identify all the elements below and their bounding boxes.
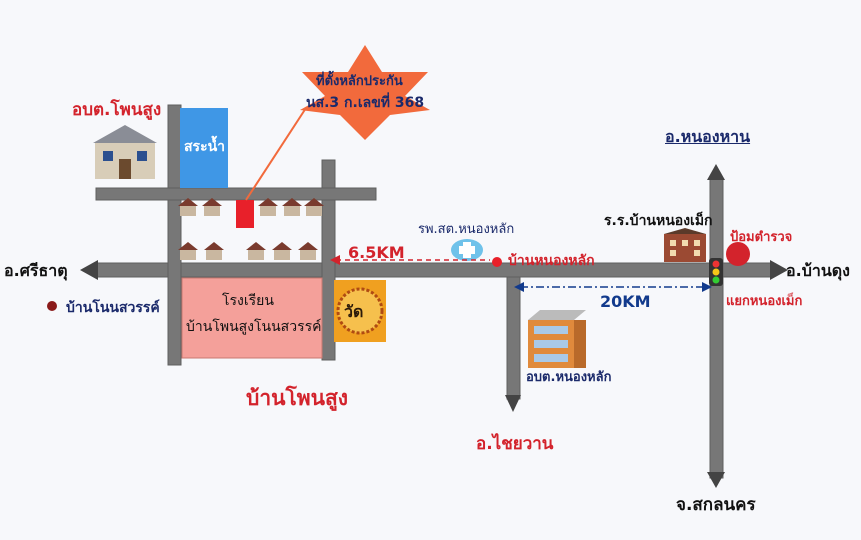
traffic-light-icon xyxy=(709,258,723,286)
label-school-line1: โรงเรียน xyxy=(222,293,274,309)
label-chai-wan: อ.ไชยวาน xyxy=(476,434,554,454)
label-target-line2: นส.3 ก.เลขที่ 368 xyxy=(306,95,425,111)
collateral-plot xyxy=(236,200,254,228)
house-icon xyxy=(246,242,266,260)
label-junction: แยกหนองเม็ก xyxy=(726,294,803,309)
label-ban-dung: อ.บ้านดุง xyxy=(786,261,850,280)
pointer-line xyxy=(245,107,307,201)
target-star-icon xyxy=(300,45,430,140)
label-ban-nong-lak: บ้านหนองหลัก xyxy=(508,253,595,269)
label-subdistrict-office-phonsung: อบต.โพนสูง xyxy=(72,100,162,120)
arrow-east-icon xyxy=(770,260,788,280)
label-temple: วัด xyxy=(344,302,364,321)
label-subdistrict-office-nonglak: อบต.หนองหลัก xyxy=(526,370,612,385)
label-distance-20km: 20KM xyxy=(600,292,651,311)
house-icon xyxy=(272,242,292,260)
house-icon xyxy=(178,198,198,216)
label-distance-6-5km: 6.5KM xyxy=(348,243,405,262)
ban-nong-lak-dot xyxy=(492,257,502,267)
label-nong-han: อ.หนองหาน xyxy=(665,127,751,146)
label-sakon-nakhon: จ.สกลนคร xyxy=(676,495,756,515)
distance-arrowhead-20km-left-icon xyxy=(514,282,524,292)
house-icon xyxy=(202,198,222,216)
distance-arrowhead-left-icon xyxy=(330,255,340,265)
arrow-south-sakon-icon xyxy=(707,472,725,488)
label-ban-phonsung: บ้านโพนสูง xyxy=(246,386,349,410)
label-reservoir: สระน้ำ xyxy=(184,139,226,155)
reservoir-area xyxy=(180,108,228,188)
police-box-marker xyxy=(726,242,750,266)
arrow-south-chai-wan-icon xyxy=(505,395,521,412)
road-to-chai-wan xyxy=(506,276,521,400)
school-area xyxy=(181,277,323,359)
house-icon xyxy=(204,242,224,260)
arrow-north-nong-han-icon xyxy=(707,164,725,180)
label-school-nong-mek: ร.ร.บ้านหนองเม็ก xyxy=(604,213,713,229)
road-north-horizontal xyxy=(95,187,377,201)
houses xyxy=(178,198,324,260)
school-building-icon xyxy=(664,228,706,262)
house-icon xyxy=(298,242,318,260)
label-sri-thatu: อ.ศรีธาตุ xyxy=(4,261,68,280)
arrow-west-icon xyxy=(80,260,98,280)
house-icon xyxy=(282,198,302,216)
house-icon xyxy=(258,198,278,216)
roads xyxy=(95,104,773,479)
label-school-line2: บ้านโพนสูงโนนสวรรค์ xyxy=(186,319,322,335)
label-target-line1: ที่ตั้งหลักประกัน xyxy=(316,74,403,89)
health-cross-icon xyxy=(451,239,483,261)
distance-arrowhead-20km-right-icon xyxy=(702,282,712,292)
house-icon xyxy=(178,242,198,260)
main-road-east-west xyxy=(95,262,773,278)
temple-seal-icon xyxy=(336,287,384,335)
office-building-nonglak-icon xyxy=(528,310,586,368)
house-icon xyxy=(304,198,324,216)
road-west-vertical xyxy=(167,104,182,366)
label-ban-non-sawan: บ้านโนนสวรรค์ xyxy=(66,300,160,316)
office-building-icon xyxy=(93,125,157,179)
label-police-box: ป้อมตำรวจ xyxy=(730,230,793,245)
ban-non-sawan-dot xyxy=(47,301,57,311)
label-health-center: รพ.สต.หนองหลัก xyxy=(418,222,515,237)
